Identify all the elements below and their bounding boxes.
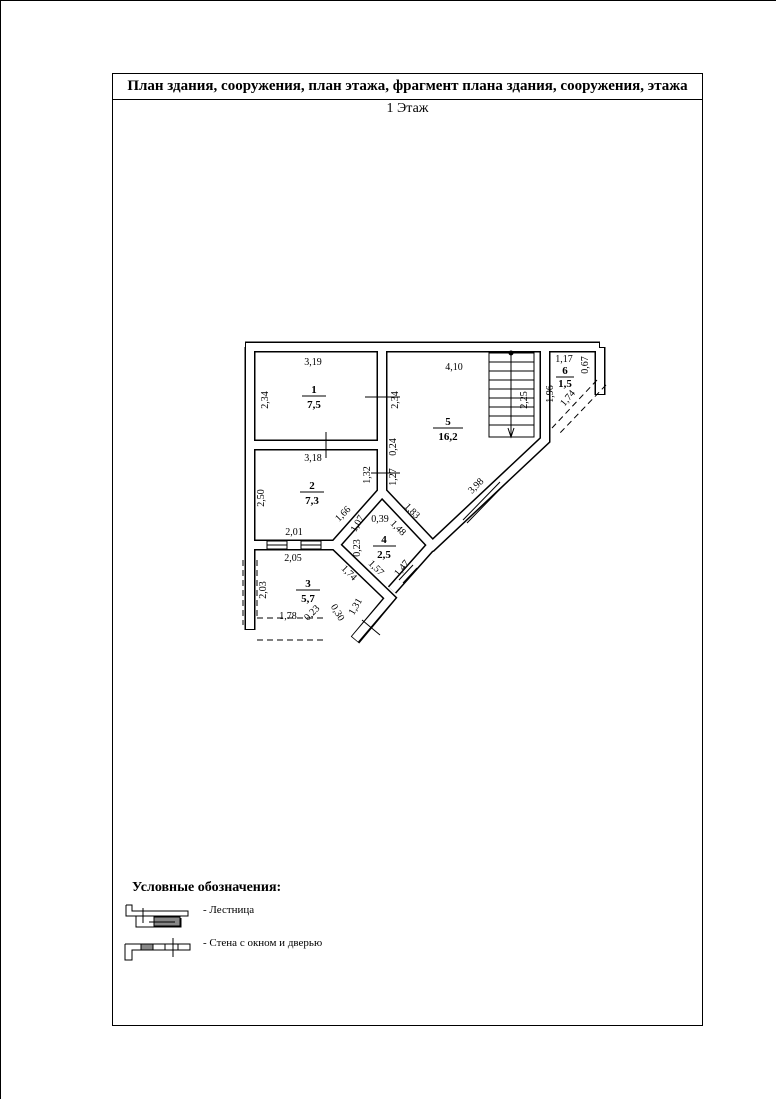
room-3-area: 5,7 bbox=[301, 593, 315, 605]
dim-label: 2,25 bbox=[519, 391, 530, 409]
room-4-area: 2,5 bbox=[377, 549, 391, 561]
dim-label: 4,10 bbox=[445, 362, 463, 373]
dim-label: 1,27 bbox=[388, 468, 399, 486]
dim-label: 1,78 bbox=[279, 611, 297, 622]
document-frame: План здания, сооружения, план этажа, фра… bbox=[112, 73, 703, 1026]
room-2-number: 2 bbox=[309, 480, 315, 492]
dim-label: 2,01 bbox=[285, 527, 303, 538]
room-4-number: 4 bbox=[381, 534, 387, 546]
room-5-number: 5 bbox=[445, 416, 451, 428]
dim-label: 1,96 bbox=[545, 385, 556, 403]
legend-item-wall: - Стена с окном и дверью bbox=[203, 937, 323, 949]
room-2-area: 7,3 bbox=[305, 495, 319, 507]
dim-label: 2,03 bbox=[258, 581, 269, 599]
legend-item-stair: - Лестница bbox=[203, 904, 255, 916]
dim-label: 0,67 bbox=[580, 356, 591, 374]
floor-label: 1 Этаж bbox=[386, 101, 429, 116]
dim-label: 0,39 bbox=[371, 514, 389, 525]
dim-label: 0,23 bbox=[352, 539, 363, 557]
doors-windows bbox=[266, 396, 505, 636]
dim-label: 2,34 bbox=[260, 391, 271, 409]
walls-fill bbox=[246, 343, 604, 642]
dashed-boundaries bbox=[242, 379, 607, 641]
dim-label: 3,19 bbox=[304, 357, 322, 368]
room-5-area: 16,2 bbox=[438, 431, 458, 443]
room-6-number: 6 bbox=[562, 365, 568, 377]
dim-label: 3,18 bbox=[304, 453, 322, 464]
room-3-number: 3 bbox=[305, 578, 311, 590]
dim-label: 1,32 bbox=[362, 466, 373, 484]
dim-label: 0,24 bbox=[388, 438, 399, 456]
room-1-number: 1 bbox=[311, 384, 317, 396]
dim-label: 1,17 bbox=[555, 354, 573, 365]
stair-symbol-icon bbox=[125, 904, 189, 928]
legend-title: Условные обозначения: bbox=[132, 880, 282, 895]
wall-window-door-symbol-icon bbox=[124, 938, 191, 961]
dim-label: 2,34 bbox=[390, 391, 401, 409]
fraction-lines bbox=[296, 376, 574, 591]
dim-label: 2,05 bbox=[284, 553, 302, 564]
document-title: План здания, сооружения, план этажа, фра… bbox=[113, 74, 702, 100]
stair-icon bbox=[488, 350, 535, 439]
dim-label: 2,50 bbox=[256, 489, 267, 507]
room-1-area: 7,5 bbox=[307, 399, 321, 411]
room-6-area: 1,5 bbox=[558, 378, 572, 390]
